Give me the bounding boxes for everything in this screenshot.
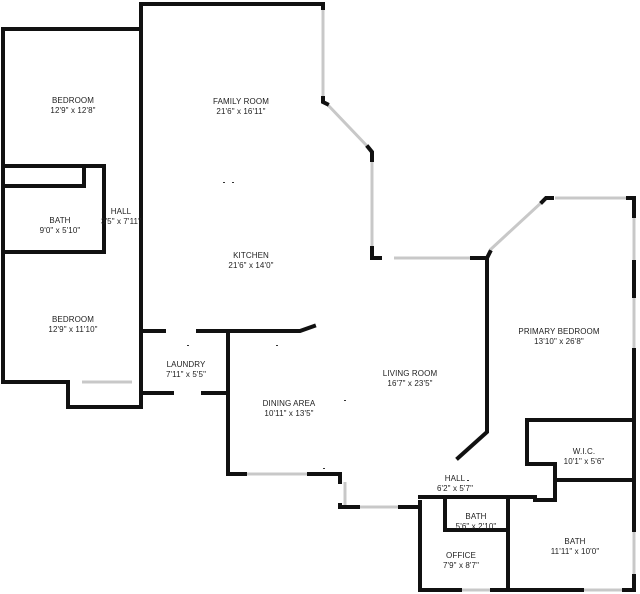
room-dimensions: 21'6" x 14'0" <box>228 261 274 270</box>
room-name: HALL <box>444 474 466 483</box>
room-name: OFFICE <box>446 551 476 560</box>
room-name: BEDROOM <box>51 96 95 105</box>
room-name: W.I.C. <box>572 447 596 456</box>
room-label-family-room: FAMILY ROOM 21'6" x 16'11" <box>213 97 269 117</box>
room-dimensions: 10'1" x 5'6" <box>563 457 605 466</box>
room-label-wic: W.I.C. 10'1" x 5'6" <box>564 447 605 467</box>
markers <box>187 182 469 481</box>
room-dimensions: 11'11" x 10'0" <box>550 547 600 556</box>
room-name: KITCHEN <box>233 251 269 260</box>
room-dimensions: 5'6" x 2'10" <box>455 522 497 531</box>
room-dimensions: 21'6" x 16'11" <box>216 107 266 116</box>
room-label-bedroom-lower: BEDROOM 12'9" x 11'10" <box>48 315 97 335</box>
room-dimensions: 3'5" x 7'11" <box>100 217 142 226</box>
room-dimensions: 16'7" x 23'5" <box>387 379 433 388</box>
room-label-dining-area: DINING AREA 10'11" x 13'5" <box>263 399 316 419</box>
room-name: LAUNDRY <box>166 360 206 369</box>
room-name: DINING AREA <box>262 399 316 408</box>
room-dimensions: 9'0" x 5'10" <box>39 226 81 235</box>
room-dimensions: 7'9" x 8'7" <box>442 561 480 570</box>
room-name: BATH <box>49 216 71 225</box>
room-label-bath-left: BATH 9'0" x 5'10" <box>40 216 81 236</box>
room-name: FAMILY ROOM <box>213 97 269 106</box>
room-dimensions: 12'9" x 12'8" <box>50 106 96 115</box>
room-label-office: OFFICE 7'9" x 8'7" <box>443 551 479 571</box>
room-label-hall-left: HALL 3'5" x 7'11" <box>101 207 141 227</box>
room-label-kitchen: KITCHEN 21'6" x 14'0" <box>228 251 273 271</box>
room-name: BATH <box>564 537 586 546</box>
room-dimensions: 13'10" x 26'8" <box>534 337 584 346</box>
room-dimensions: 6'2" x 5'7" <box>436 484 474 493</box>
room-name: BEDROOM <box>51 315 95 324</box>
room-label-living-room: LIVING ROOM 16'7" x 23'5" <box>383 369 437 389</box>
room-name: BATH <box>465 512 487 521</box>
room-dimensions: 12'9" x 11'10" <box>48 325 98 334</box>
room-dimensions: 10'11" x 13'5" <box>264 409 314 418</box>
room-label-laundry: LAUNDRY 7'11" x 5'5" <box>166 360 206 380</box>
room-label-bath-primary: BATH 11'11" x 10'0" <box>551 537 600 557</box>
room-name: PRIMARY BEDROOM <box>518 327 600 336</box>
room-label-primary-bedroom: PRIMARY BEDROOM 13'10" x 26'8" <box>518 327 599 347</box>
room-name: HALL <box>110 207 132 216</box>
room-label-bath-small: BATH 5'6" x 2'10" <box>456 512 497 532</box>
room-label-bedroom-upper: BEDROOM 12'9" x 12'8" <box>50 96 95 116</box>
room-dimensions: 7'11" x 5'5" <box>165 370 207 379</box>
room-name: LIVING ROOM <box>382 369 438 378</box>
room-label-hall-center: HALL 6'2" x 5'7" <box>437 474 473 494</box>
